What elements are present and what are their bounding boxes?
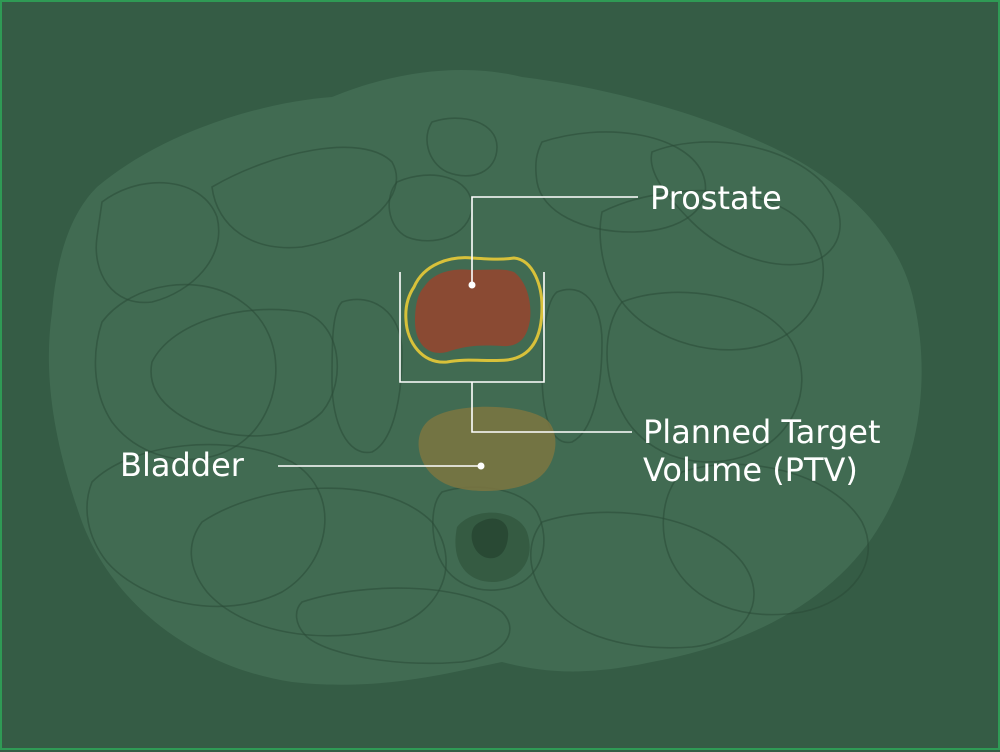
bladder-marker-dot [477, 462, 485, 470]
leader-lines [278, 196, 638, 467]
ptv-outline [404, 256, 544, 364]
ptv-label: Planned Target Volume (PTV) [643, 413, 881, 489]
ptv-leader [471, 382, 632, 433]
ptv-label-line1: Planned Target [643, 413, 881, 451]
prostate-leader [471, 196, 638, 285]
rectum-wall [455, 512, 530, 582]
body-outline [48, 69, 922, 685]
ptv-label-line2: Volume (PTV) [643, 451, 858, 489]
anatomy-contours [86, 117, 870, 665]
bladder-region [418, 406, 556, 491]
prostate-label: Prostate [650, 179, 782, 217]
bladder-label: Bladder [120, 446, 244, 484]
prostate-region [415, 269, 531, 353]
prostate-marker-dot [468, 281, 476, 289]
